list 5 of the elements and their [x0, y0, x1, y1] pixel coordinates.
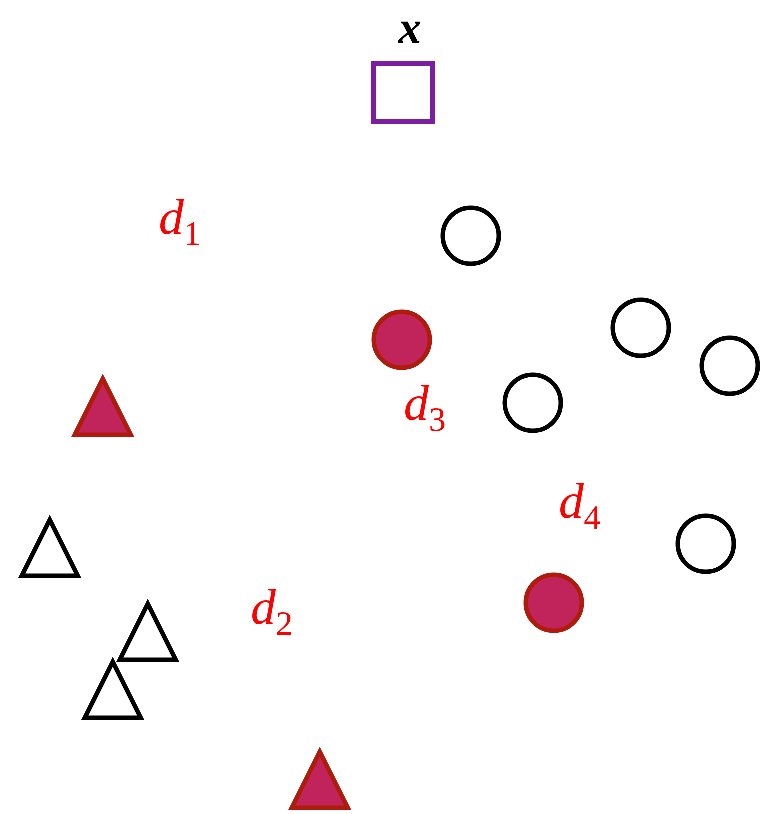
distance-label: d$_{3}$: [404, 378, 446, 438]
distance-label: d$_{2}$: [251, 582, 293, 642]
query-point-label: x: [398, 5, 422, 51]
distance-label: d$_{1}$: [159, 192, 201, 252]
distance-label: d$_{4}$: [559, 476, 601, 536]
